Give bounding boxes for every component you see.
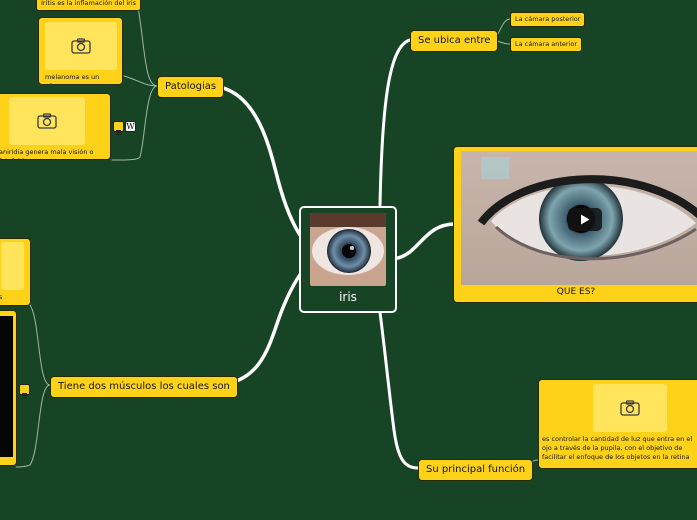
sub-musculos-1: [29, 304, 51, 386]
video-thumbnail[interactable]: [461, 151, 697, 285]
video-thumbnail-dark[interactable]: [0, 316, 13, 457]
topic-funcion[interactable]: Su principal función: [418, 459, 534, 481]
branch-musculos: [218, 270, 304, 387]
sub-patologias-3: [111, 85, 158, 161]
topic-se-ubica[interactable]: Se ubica entre: [410, 30, 499, 52]
branch-patologias: [211, 84, 304, 240]
camera-icon: [620, 400, 640, 416]
camera-icon: [37, 113, 57, 129]
wikipedia-icon[interactable]: W: [125, 121, 136, 132]
sub-musculos-2: [15, 384, 51, 468]
card-aniridia[interactable]: aniridia genera mala visión o fotofobia: [0, 93, 111, 160]
topic-patologias[interactable]: Patologias: [157, 76, 225, 98]
photo-placeholder: [9, 97, 85, 145]
sub-patologias-2: [123, 75, 158, 87]
card-musculo-1-text: s: [0, 293, 2, 302]
play-button[interactable]: [568, 208, 602, 231]
node-iritis[interactable]: Iritis es la inflamación del iris: [36, 0, 142, 11]
camera-icon: [71, 38, 91, 54]
node-camara-anterior[interactable]: La cámara anterior: [510, 37, 583, 52]
card-melanoma[interactable]: melanoma es un cáncer: [38, 17, 123, 85]
card-melanoma-text: melanoma es un cáncer: [45, 73, 100, 84]
central-label: iris: [339, 290, 357, 304]
play-icon: [581, 214, 590, 225]
note-icon[interactable]: [19, 384, 30, 398]
card-funcion-text: es controlar la cantidad de luz que entr…: [542, 435, 693, 461]
sub-patologias-1: [137, 0, 158, 87]
card-musculo-2[interactable]: [0, 310, 17, 466]
topic-musculos[interactable]: Tiene dos músculos los cuales son: [50, 376, 238, 398]
video-card[interactable]: QUE ES?: [453, 146, 697, 303]
card-aniridia-text: aniridia genera mala visión o fotofobia: [0, 148, 94, 159]
note-icon[interactable]: [113, 121, 124, 135]
node-camara-posterior[interactable]: La cámara posterior: [510, 12, 586, 27]
iris-image: [310, 213, 386, 286]
card-funcion[interactable]: es controlar la cantidad de luz que entr…: [538, 379, 697, 469]
video-label: QUE ES?: [556, 287, 596, 297]
photo-placeholder: [45, 22, 117, 70]
card-musculo-1[interactable]: s: [0, 238, 31, 306]
central-node[interactable]: iris: [299, 206, 397, 313]
photo-placeholder: [593, 384, 667, 432]
branch-video: [396, 222, 457, 260]
branch-se-ubica: [378, 38, 412, 207]
photo-placeholder: [1, 242, 24, 290]
branch-funcion: [378, 310, 420, 470]
